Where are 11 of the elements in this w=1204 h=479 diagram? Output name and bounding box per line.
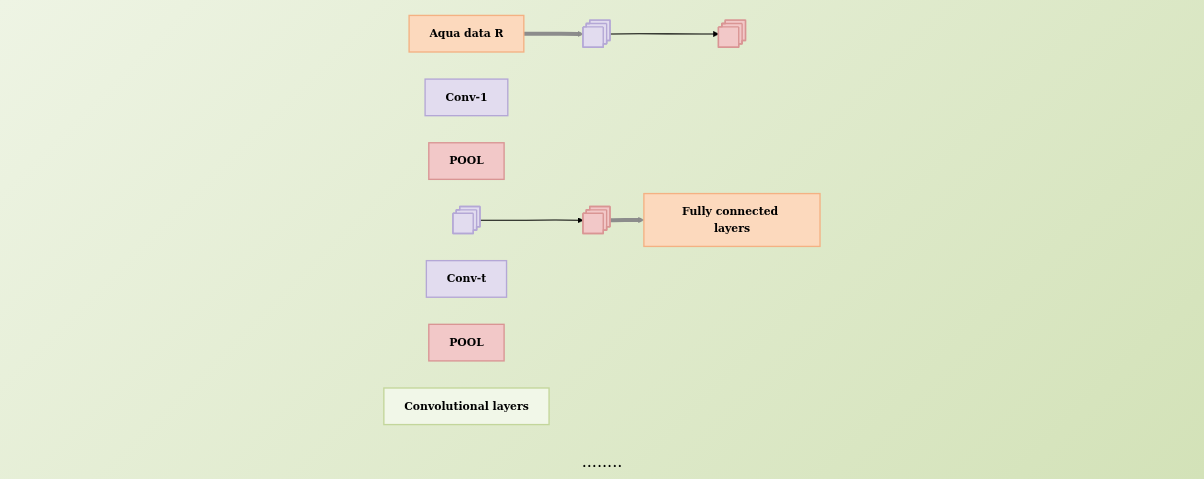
arrow: [523, 30, 584, 37]
ellipsis-text: ........: [581, 452, 623, 471]
node-box: POOL: [428, 323, 505, 362]
node-box: Aqua data R: [408, 14, 525, 53]
node-box: Convolutional layers: [383, 387, 550, 426]
arrow: [479, 217, 584, 224]
node-box: Fully connected layers: [643, 192, 821, 248]
arrow: [609, 31, 720, 37]
node-box: POOL: [428, 142, 505, 181]
node-box: Conv-1: [424, 78, 509, 117]
node-box: Conv-t: [425, 259, 508, 298]
